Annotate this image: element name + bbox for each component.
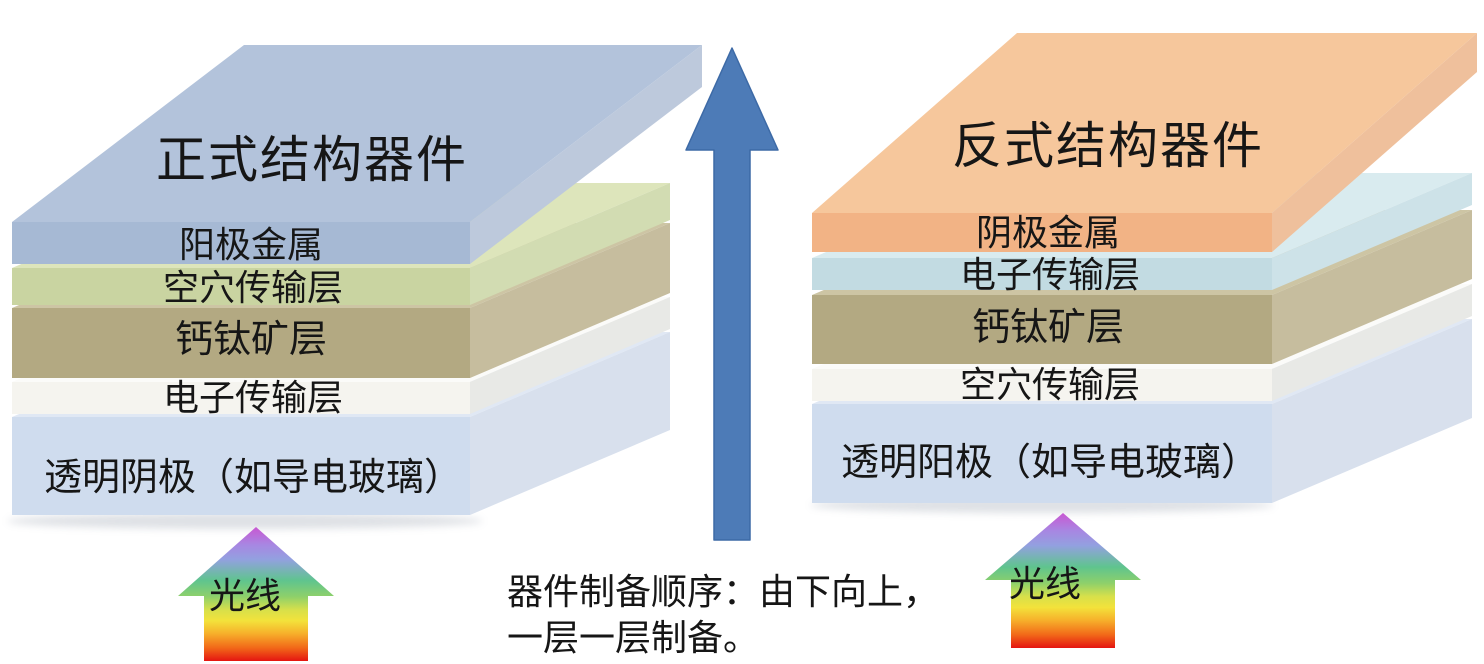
front-face	[812, 213, 1272, 252]
left-layer-label-transparent-cathode: 透明阴极（如导电玻璃）	[44, 457, 462, 499]
right-device-stack: 透明阳极（如导电玻璃） 空穴传输层 钙钛矿层 电子传输层 阴极金属 反式结构器件	[812, 33, 1477, 503]
left-layer-label-perovskite: 钙钛矿层	[175, 319, 327, 361]
rainbow-up-arrow-icon	[985, 513, 1141, 648]
caption-line-2: 一层一层制备。	[507, 617, 759, 658]
left-light-label: 光线	[209, 575, 281, 616]
left-light-arrow: 光线	[178, 527, 334, 661]
front-face	[12, 222, 470, 264]
caption: 器件制备顺序：由下向上， 一层一层制备。	[507, 571, 939, 658]
left-stack-shadow	[7, 513, 483, 529]
up-arrow-icon	[685, 47, 779, 541]
fabrication-order-arrow	[685, 47, 779, 541]
front-face	[12, 308, 470, 378]
side-face	[470, 332, 670, 515]
right-device-title: 反式结构器件	[952, 118, 1264, 174]
front-face	[812, 258, 1272, 290]
right-light-label: 光线	[1009, 563, 1081, 604]
side-face	[470, 223, 670, 378]
rainbow-up-arrow-icon	[178, 527, 334, 661]
right-layer-label-electron-transport: 电子传输层	[960, 254, 1140, 295]
front-face	[12, 382, 470, 414]
front-face	[812, 295, 1272, 364]
top-face	[12, 45, 702, 222]
front-face	[812, 369, 1272, 401]
side-face	[1272, 210, 1472, 364]
side-face	[470, 297, 670, 414]
right-layer-label-perovskite: 钙钛矿层	[972, 307, 1124, 349]
right-layer-label-hole-transport: 空穴传输层	[960, 364, 1140, 405]
left-layer-label-electron-transport: 电子传输层	[163, 377, 343, 418]
side-face	[470, 45, 702, 264]
left-device-stack: 透明阴极（如导电玻璃） 电子传输层 钙钛矿层 空穴传输层 阳极金属 正式结构器件	[12, 45, 702, 515]
side-face	[1272, 284, 1472, 401]
left-layer-label-anode-metal: 阳极金属	[179, 224, 323, 265]
side-face	[1272, 33, 1477, 252]
side-face	[470, 183, 670, 305]
left-device-title: 正式结构器件	[156, 132, 468, 188]
front-face	[12, 268, 470, 305]
right-layer-label-transparent-anode: 透明阳极（如导电玻璃）	[841, 442, 1259, 484]
left-layer-anode-metal-slab: 阳极金属 正式结构器件	[12, 45, 702, 265]
caption-line-1: 器件制备顺序：由下向上，	[507, 571, 939, 612]
side-face	[1272, 319, 1472, 503]
right-layer-cathode-metal-slab: 阴极金属 反式结构器件	[812, 33, 1477, 253]
left-layer-label-hole-transport: 空穴传输层	[163, 267, 343, 308]
side-face	[1272, 173, 1472, 290]
top-face	[812, 33, 1477, 213]
front-face	[812, 404, 1272, 503]
front-face	[12, 417, 470, 515]
right-layer-label-cathode-metal: 阴极金属	[976, 212, 1120, 253]
right-light-arrow: 光线	[985, 513, 1141, 648]
